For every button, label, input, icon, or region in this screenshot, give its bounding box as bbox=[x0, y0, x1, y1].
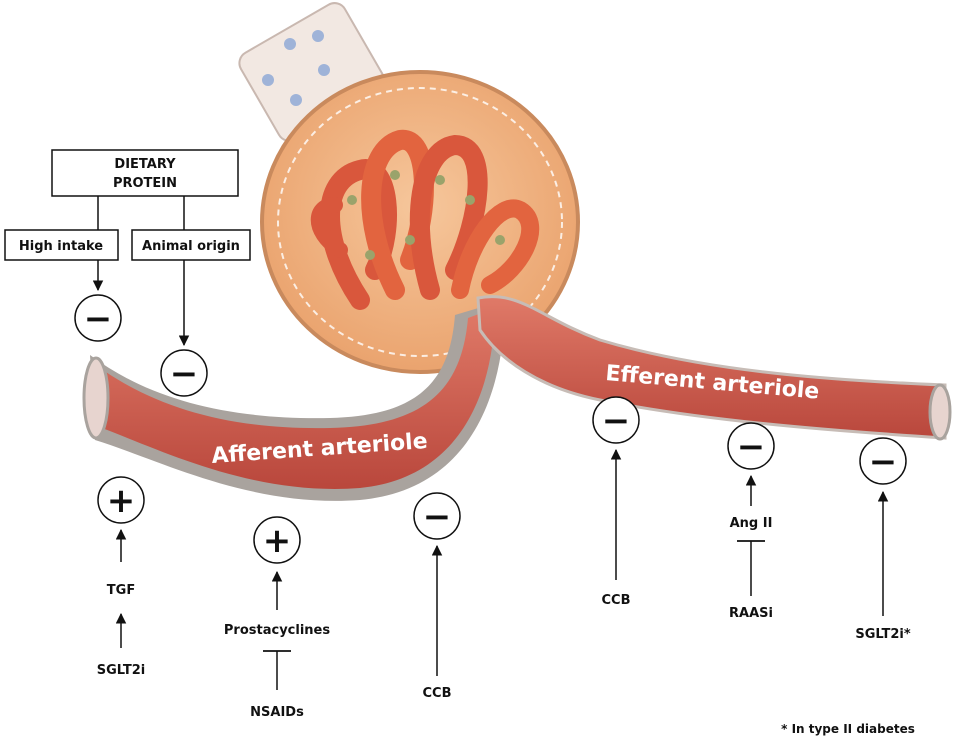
ang-ii-minus: − bbox=[727, 422, 775, 470]
ccb-afferent-label: CCB bbox=[423, 686, 452, 701]
svg-text:+: + bbox=[107, 481, 136, 521]
dietary-protein-line1: DIETARY bbox=[114, 157, 176, 172]
high-intake-box: High intake bbox=[4, 229, 119, 261]
high-intake-minus: − bbox=[74, 294, 122, 342]
ccb-afferent-minus: − bbox=[413, 492, 461, 540]
nsaids-label: NSAIDs bbox=[250, 705, 304, 720]
raasi-label: RAASi bbox=[729, 606, 773, 621]
animal-origin-minus: − bbox=[160, 349, 208, 397]
svg-text:−: − bbox=[602, 401, 631, 441]
tgf-label: TGF bbox=[107, 583, 135, 598]
ccb-efferent-minus: − bbox=[592, 396, 640, 444]
afferent-arteriole: Afferent arteriole bbox=[82, 300, 505, 501]
ang-ii-label: Ang II bbox=[730, 516, 773, 531]
tgf-plus: + bbox=[97, 476, 145, 524]
sglt2i-label: SGLT2i bbox=[97, 663, 146, 678]
animal-origin-label: Animal origin bbox=[142, 239, 240, 254]
prostacyclines-label: Prostacyclines bbox=[224, 623, 330, 638]
svg-text:−: − bbox=[869, 442, 898, 482]
sglt2i-efferent-minus: − bbox=[859, 437, 907, 485]
svg-text:+: + bbox=[263, 521, 292, 561]
svg-text:−: − bbox=[423, 497, 452, 537]
dietary-protein-line2: PROTEIN bbox=[113, 176, 177, 191]
svg-text:−: − bbox=[84, 299, 113, 339]
capillary-tuft bbox=[310, 129, 540, 310]
svg-text:−: − bbox=[170, 354, 199, 394]
footnote: * In type II diabetes bbox=[781, 722, 915, 736]
efferent-arteriole: Efferent arteriole bbox=[476, 295, 952, 441]
prostacyclin-plus: + bbox=[253, 516, 301, 564]
animal-origin-box: Animal origin bbox=[131, 229, 251, 261]
svg-text:−: − bbox=[737, 427, 766, 467]
dietary-protein-box: DIETARY PROTEIN bbox=[51, 149, 239, 197]
ccb-efferent-label: CCB bbox=[602, 593, 631, 608]
sglt2i-star-label: SGLT2i* bbox=[855, 627, 911, 642]
high-intake-label: High intake bbox=[19, 239, 103, 254]
